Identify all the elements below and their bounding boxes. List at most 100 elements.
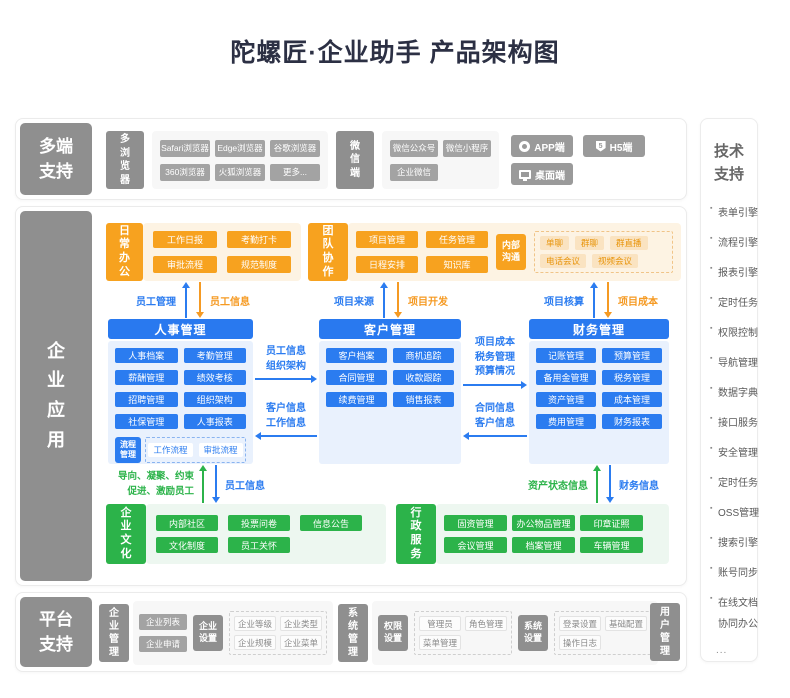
enterprise-mgmt-label: 企业管理 xyxy=(99,604,129,662)
flow-label: 导向、凝聚、约束 xyxy=(118,470,195,482)
team-collab-item: 知识库 xyxy=(426,256,488,273)
harrow-label: 客户信息 xyxy=(266,403,306,414)
enterprise-setting-item: 企业菜单 xyxy=(280,635,322,650)
wechat-item: 企业微信 xyxy=(390,163,438,181)
harrow-label: 客户信息 xyxy=(475,417,515,429)
h5-endpoint: H5端 xyxy=(583,135,645,157)
panel-title: 客户管理 xyxy=(319,319,461,339)
flow-label: 项目核算 xyxy=(544,296,584,308)
admin-item: 固资管理 xyxy=(444,515,507,531)
tech-item: 安全管理 xyxy=(710,444,758,459)
browser-group-label: 多浏览器 xyxy=(106,131,144,189)
finance-item: 记账管理 xyxy=(536,348,596,363)
system-mgmt-group: 系统管理 权限设置 管理员 角色管理 菜单管理 系统设置 登录设置 基础配置 操… xyxy=(338,599,658,667)
finance-item: 费用管理 xyxy=(536,414,596,429)
panel-title: 财务管理 xyxy=(529,319,669,339)
culture-item: 文化制度 xyxy=(156,537,218,553)
crm-to-hr-arrow: 客户信息 工作信息 xyxy=(255,403,317,440)
daily-office-item: 工作日报 xyxy=(153,231,217,248)
admin-item: 印章证照 xyxy=(580,515,643,531)
permission-item: 菜单管理 xyxy=(419,635,461,650)
culture-item: 员工关怀 xyxy=(228,537,290,553)
crm-item: 客户档案 xyxy=(326,348,387,363)
harrow-label: 税务管理 xyxy=(475,351,515,363)
culture-group: 内部社区 投票问卷 信息公告 文化制度 员工关怀 xyxy=(146,504,386,564)
harrow-label: 工作信息 xyxy=(266,417,306,429)
hr-flow-arrows: 员工管理 员工信息 xyxy=(136,281,250,319)
crm-item: 销售报表 xyxy=(393,392,454,407)
enterprise-apps-label: 企业应用 xyxy=(20,211,92,581)
down-arrow xyxy=(196,282,204,318)
browser-item-more: 更多... xyxy=(270,163,320,181)
team-collab-item: 项目管理 xyxy=(356,231,418,248)
finance-management-panel: 财务管理 记账管理 预算管理 备用金管理 税务管理 资产管理 成本管理 费用管理… xyxy=(529,319,669,464)
admin-item: 办公物品管理 xyxy=(512,515,575,531)
tech-item: 数据字典 xyxy=(710,384,758,399)
team-collab-label: 团队协作 xyxy=(308,223,348,281)
browser-item: 火狐浏览器 xyxy=(215,163,265,181)
permission-settings-label: 权限设置 xyxy=(378,615,408,651)
culture-flow-arrows: 导向、凝聚、约束 促进、激励员工 员工信息 xyxy=(118,464,265,504)
crm-item: 续费管理 xyxy=(326,392,387,407)
admin-service-label: 行政服务 xyxy=(396,504,436,564)
finance-item: 资产管理 xyxy=(536,392,596,407)
team-collab-group: 项目管理 任务管理 日程安排 知识库 内部沟通 单聊 群聊 群直播 电话会议 视… xyxy=(348,223,681,281)
harrow-label: 员工信息 xyxy=(266,346,306,357)
hr-item: 人事报表 xyxy=(183,414,246,429)
browser-item: 360浏览器 xyxy=(160,163,210,181)
hr-item: 招聘管理 xyxy=(115,392,178,407)
admin-flow-arrows: 资产状态信息 财务信息 xyxy=(528,464,659,504)
flow-label: 员工信息 xyxy=(210,296,250,308)
tech-item: 报表引擎 xyxy=(710,264,758,279)
project-flow-arrows: 项目来源 项目开发 xyxy=(334,281,448,319)
tech-item: 账号同步 xyxy=(710,564,758,579)
system-mgmt-label: 系统管理 xyxy=(338,604,368,662)
tech-item: 权限控制 xyxy=(710,324,758,339)
enterprise-setting-item: 企业规模 xyxy=(234,635,276,650)
admin-item: 会议管理 xyxy=(444,537,507,553)
flow-item: 审批流程 xyxy=(198,443,243,457)
daily-office-item: 规范制度 xyxy=(227,256,291,273)
wechat-item: 微信公众号 xyxy=(390,139,438,157)
comm-item: 群聊 xyxy=(575,236,605,250)
comm-item: 视频会议 xyxy=(592,254,639,268)
enterprise-mgmt-item: 企业申请 xyxy=(139,636,187,652)
system-setting-item: 基础配置 xyxy=(605,616,647,631)
app-endpoint: APP端 xyxy=(511,135,573,157)
tech-item: 流程引擎 xyxy=(710,234,758,249)
team-collab-item: 任务管理 xyxy=(426,231,488,248)
enterprise-mgmt-item: 企业列表 xyxy=(139,614,187,630)
daily-office-item: 考勤打卡 xyxy=(227,231,291,248)
up-arrow xyxy=(199,465,208,503)
hr-item: 组织架构 xyxy=(183,392,246,407)
left-arrow xyxy=(255,432,317,440)
culture-item: 投票问卷 xyxy=(228,515,290,531)
wechat-item: 微信小程序 xyxy=(443,139,491,157)
circle-badge-icon xyxy=(519,140,531,152)
finance-item: 成本管理 xyxy=(602,392,662,407)
culture-label: 企业文化 xyxy=(106,504,146,564)
comm-item: 群直播 xyxy=(610,236,648,250)
enterprise-settings-label: 企业设置 xyxy=(193,615,223,651)
permission-settings-group: 管理员 角色管理 菜单管理 xyxy=(414,611,512,655)
up-arrow xyxy=(590,282,598,318)
finance-item: 税务管理 xyxy=(602,370,662,385)
flow-label: 项目来源 xyxy=(334,296,374,308)
platform-support-label: 平台支持 xyxy=(20,597,92,667)
fin-to-crm-arrow: 合同信息 客户信息 xyxy=(463,403,527,440)
h5-shield-icon xyxy=(595,140,606,152)
finance-item: 备用金管理 xyxy=(536,370,596,385)
internal-comm-label: 内部沟通 xyxy=(496,234,526,270)
tech-item: 表单引擎 xyxy=(710,204,758,219)
tech-item: 搜索引擎 xyxy=(710,534,758,549)
browser-group: Safari浏览器 Edge浏览器 谷歌浏览器 360浏览器 火狐浏览器 更多.… xyxy=(152,131,328,189)
hr-item: 绩效考核 xyxy=(183,370,246,385)
system-setting-item: 登录设置 xyxy=(559,616,601,631)
harrow-label: 合同信息 xyxy=(475,403,515,414)
harrow-label: 组织架构 xyxy=(266,360,306,372)
hr-to-crm-arrow: 员工信息 组织架构 xyxy=(255,346,317,383)
tech-item: OSS管理 xyxy=(710,504,759,519)
crm-item: 收款跟踪 xyxy=(393,370,454,385)
browser-item: Safari浏览器 xyxy=(160,139,210,157)
browser-item: Edge浏览器 xyxy=(215,139,265,157)
